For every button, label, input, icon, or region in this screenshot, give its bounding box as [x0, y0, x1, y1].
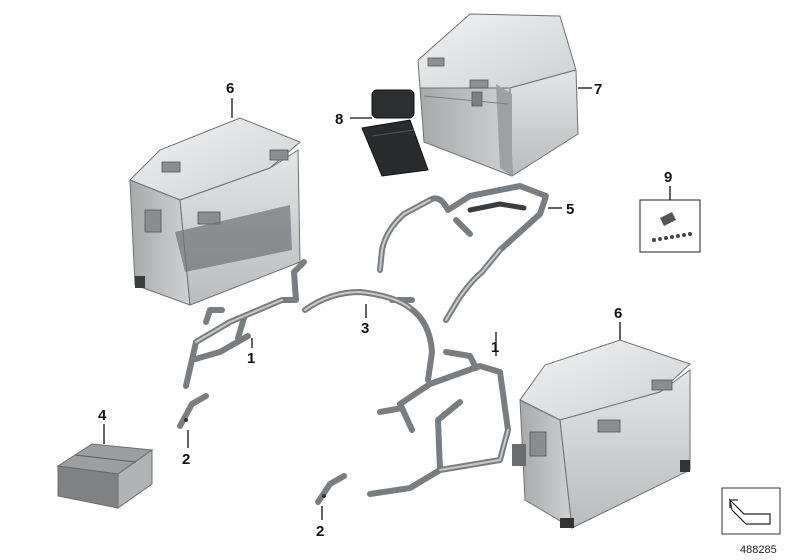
- callout-5: 5: [566, 201, 574, 218]
- parts-kit: [639, 199, 701, 253]
- callout-6-right: 6: [614, 305, 622, 322]
- side-case-left: [129, 117, 301, 306]
- central-bracket: [302, 289, 435, 383]
- callout-3: 3: [361, 320, 369, 337]
- side-carrier-right: [367, 349, 511, 497]
- callout-7: 7: [594, 81, 602, 98]
- callout-6-left: 6: [226, 80, 234, 97]
- callout-2-lower: 2: [316, 523, 324, 540]
- screw-row: [652, 232, 692, 242]
- callout-8: 8: [335, 111, 343, 128]
- callout-1-left: 1: [247, 350, 255, 367]
- luggage-rack: [377, 183, 549, 323]
- callout-4: 4: [98, 407, 107, 424]
- callout-2-upper: 2: [182, 451, 190, 468]
- bracket-lower: [315, 473, 347, 505]
- callout-1-right: 1: [491, 339, 499, 356]
- inner-bag: [361, 89, 429, 177]
- side-carrier-left: [183, 259, 307, 389]
- top-case: [417, 13, 579, 177]
- callout-9: 9: [664, 169, 672, 186]
- accessory-box: [56, 443, 154, 509]
- bracket-upper: [177, 393, 209, 429]
- leader-lines: [103, 87, 671, 520]
- orientation-box: [721, 487, 781, 535]
- side-case-right: [512, 339, 691, 529]
- arrow-icon: [729, 498, 771, 525]
- diagram-number: 488285: [740, 544, 777, 556]
